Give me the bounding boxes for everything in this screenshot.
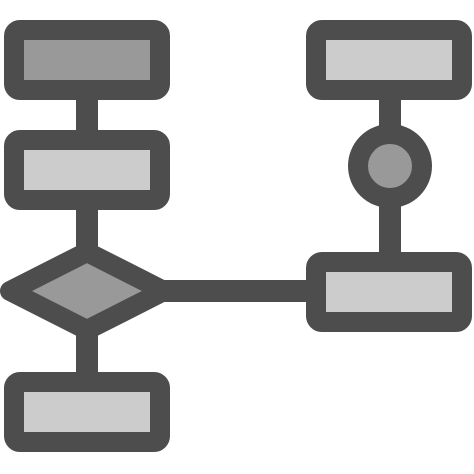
connector-node-circle bbox=[348, 124, 432, 208]
process-box-right bbox=[306, 252, 472, 332]
end-box-bottom-left bbox=[4, 372, 170, 452]
nodes bbox=[0, 20, 472, 452]
start-box bbox=[4, 20, 170, 100]
process-box-top-right bbox=[306, 20, 472, 100]
decision-diamond bbox=[0, 242, 174, 340]
process-box-left bbox=[4, 130, 170, 210]
